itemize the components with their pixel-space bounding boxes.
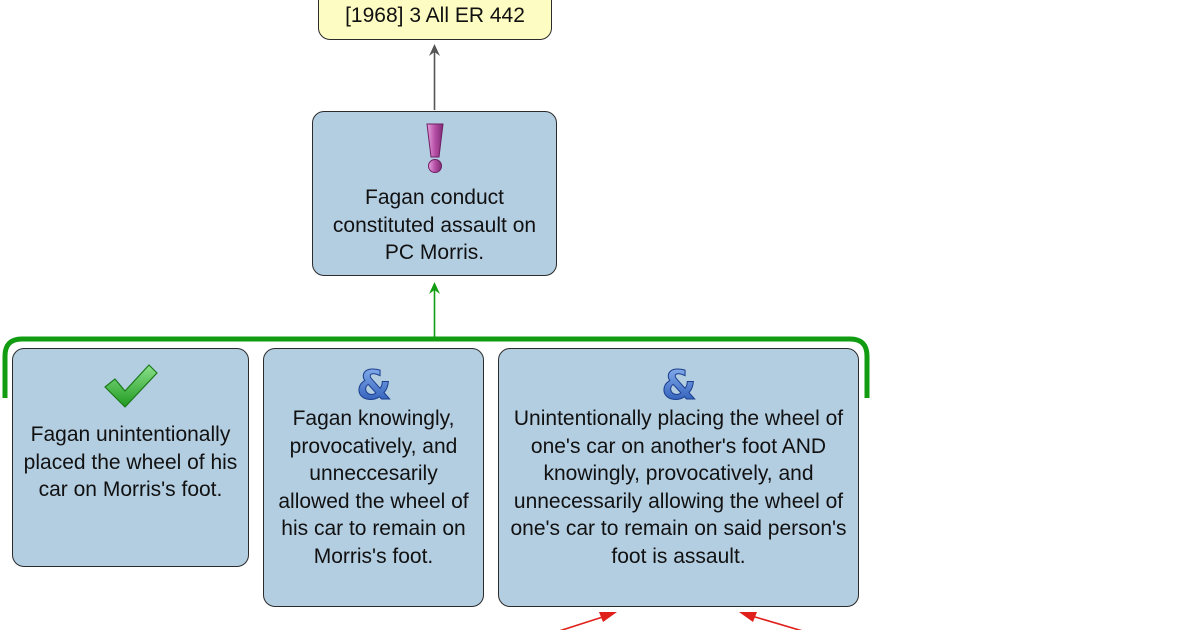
ampersand-icon: & <box>356 363 392 403</box>
support-bracket <box>2 336 870 398</box>
premise-node[interactable]: Fagan unintentionally placed the wheel o… <box>12 348 249 567</box>
objection-arrow-right <box>744 613 803 630</box>
premise-text: Fagan knowingly, provocatively, and unne… <box>278 407 469 568</box>
exclamation-icon <box>425 123 444 173</box>
checkmark-icon <box>103 364 158 408</box>
svg-text:&: & <box>661 363 696 403</box>
conclusion-node[interactable]: Fagan conduct constituted assault on PC … <box>312 111 557 276</box>
premise-node[interactable]: & Unintentionally placing the wheel of o… <box>498 348 859 607</box>
ampersand-icon: & <box>661 363 697 403</box>
conclusion-text: Fagan conduct constituted assault on PC … <box>332 186 537 264</box>
objection-arrowhead-right <box>739 612 757 622</box>
premise-text: Unintentionally placing the wheel of one… <box>510 407 847 568</box>
premise-text: Fagan unintentionally placed the wheel o… <box>23 423 238 501</box>
citation-node[interactable]: [1968] 3 All ER 442 <box>318 0 552 40</box>
support-arrowhead <box>429 282 440 294</box>
svg-text:&: & <box>356 363 391 403</box>
objection-arrowhead-left <box>599 612 617 622</box>
inference-arrowhead <box>429 44 440 56</box>
citation-text: [1968] 3 All ER 442 <box>345 4 525 27</box>
premise-node[interactable]: & Fagan knowingly, provocatively, and un… <box>263 348 484 607</box>
